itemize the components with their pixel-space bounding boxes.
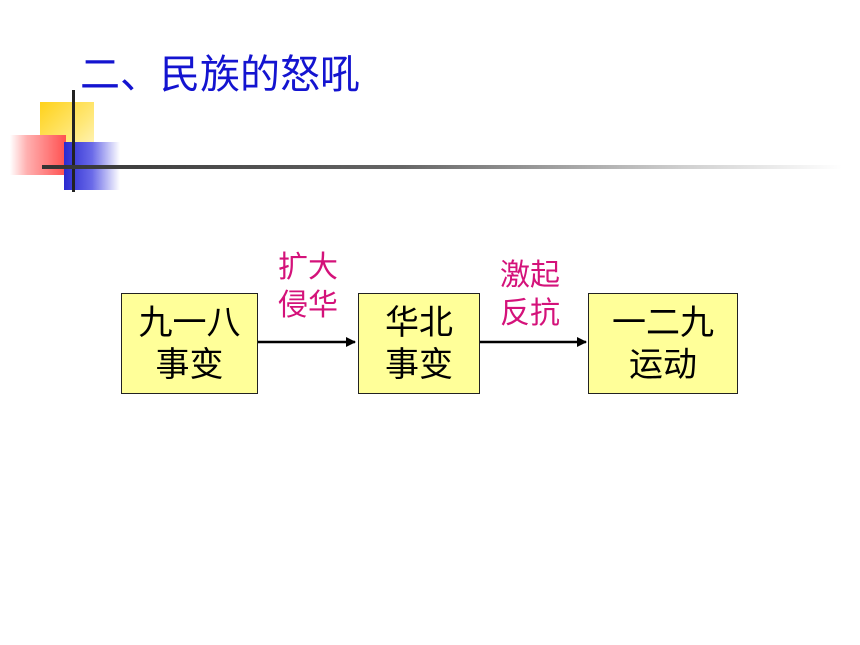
decor-vertical-line: [72, 90, 75, 192]
edge-label-1-line2: 侵华: [278, 288, 338, 323]
slide-title: 二、民族的怒吼: [80, 52, 360, 98]
node-918-line1: 九一八: [138, 302, 241, 343]
edge-label-1-line1: 扩大: [278, 250, 338, 285]
edge-label-2-line2: 反抗: [500, 296, 560, 331]
node-1209-line1: 一二九: [612, 302, 714, 343]
node-north-china-line2: 事变: [385, 344, 453, 385]
node-918-line2: 事变: [155, 344, 224, 385]
edge-label-1: 扩大 侵华: [274, 249, 342, 325]
node-918-incident: 九一八 事变: [121, 293, 258, 394]
edge-label-2-line1: 激起: [500, 258, 560, 293]
node-north-china-line1: 华北: [385, 302, 453, 343]
node-1209-line2: 运动: [629, 344, 697, 385]
decor-horizontal-line: [42, 165, 842, 169]
edge-label-2: 激起 反抗: [496, 257, 564, 333]
node-north-china-incident: 华北 事变: [358, 293, 480, 394]
node-1209-movement: 一二九 运动: [588, 293, 738, 394]
